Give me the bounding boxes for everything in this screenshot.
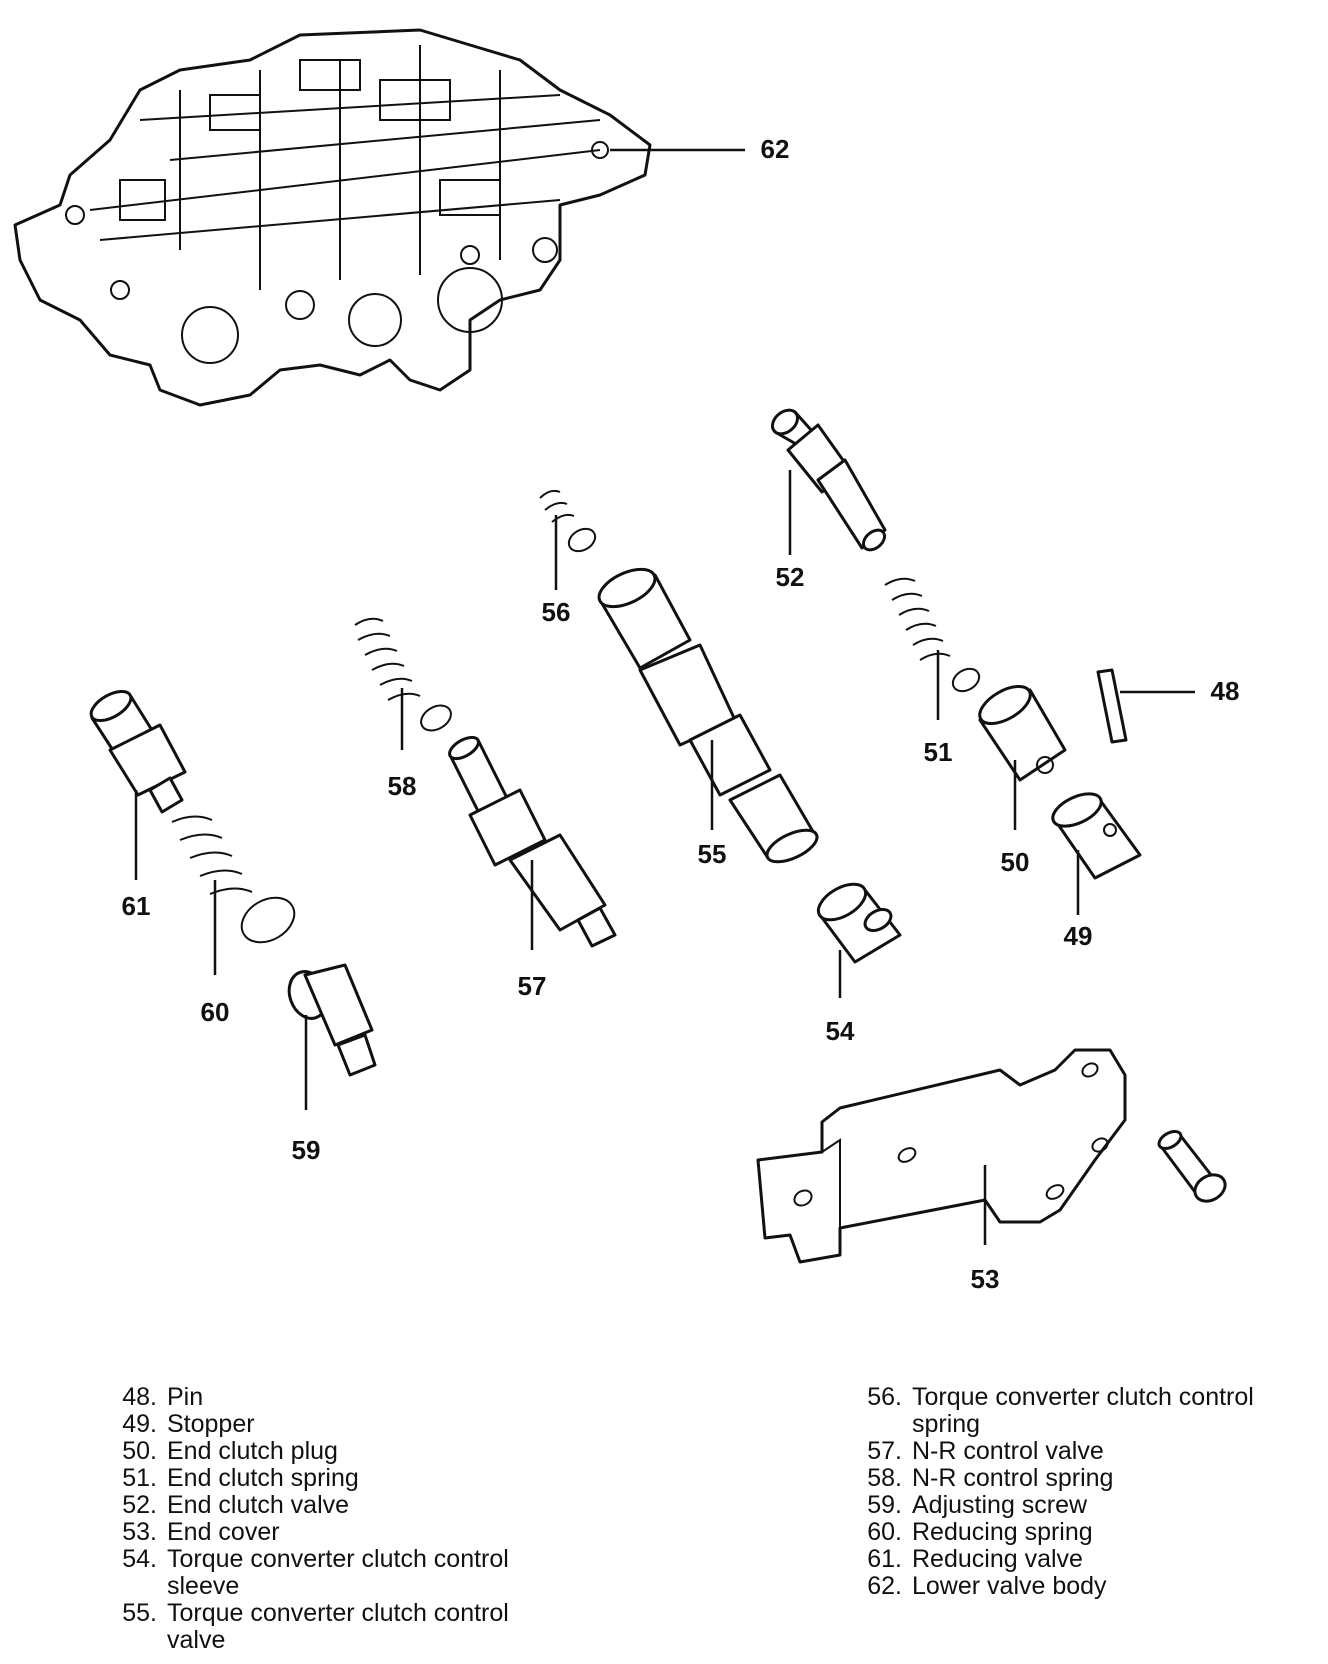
callout-61: 61 (122, 891, 151, 921)
end-cover-bolt-part (1157, 1129, 1227, 1203)
callout-54: 54 (826, 1016, 855, 1046)
tcc-control-sleeve-part (816, 882, 902, 964)
end-clutch-valve-part (770, 408, 887, 552)
legend-item: 54.Torque converter clutch control sleev… (122, 1545, 509, 1600)
tcc-control-valve-part (597, 567, 819, 864)
callout-57: 57 (518, 971, 547, 1001)
legend-item: 48.Pin (122, 1383, 204, 1411)
legend-item: 57.N-R control valve (867, 1437, 1104, 1465)
pin-part (1096, 668, 1128, 744)
callout-59: 59 (292, 1135, 321, 1165)
callout-50: 50 (1001, 847, 1030, 877)
tcc-control-spring-part (539, 489, 597, 553)
stopper-part (1051, 792, 1142, 880)
nr-control-spring-part (354, 617, 452, 732)
legend-item: 49.Stopper (122, 1410, 255, 1438)
callout-53: 53 (971, 1264, 1000, 1294)
callout-49: 49 (1064, 921, 1093, 951)
callout-58: 58 (388, 771, 417, 801)
legend-item: 56.Torque converter clutch control sprin… (867, 1383, 1254, 1438)
figure-id: ZTFA0541 (1148, 1319, 1242, 1320)
legend-item: 59.Adjusting screw (867, 1491, 1088, 1519)
legend-item: 62.Lower valve body (867, 1572, 1107, 1600)
exploded-parts-diagram: 62 52 56 58 (13, 28, 1242, 1320)
parts-legend-right: 56.Torque converter clutch control sprin… (850, 1384, 1290, 1600)
adjusting-screw-part (287, 963, 377, 1077)
reducing-spring-part (171, 815, 296, 944)
callout-62: 62 (761, 134, 790, 164)
nr-control-valve-part (448, 735, 617, 948)
end-cover-part (756, 1048, 1127, 1264)
callout-48: 48 (1211, 676, 1240, 706)
legend-item: 61.Reducing valve (867, 1545, 1083, 1573)
callout-55: 55 (698, 839, 727, 869)
callout-51: 51 (924, 737, 953, 767)
legend-item: 50.End clutch plug (122, 1437, 338, 1465)
callout-56: 56 (542, 597, 571, 627)
end-clutch-plug-part (978, 684, 1067, 782)
legend-item: 60.Reducing spring (867, 1518, 1093, 1546)
callout-52: 52 (776, 562, 805, 592)
legend-item: 51.End clutch spring (122, 1464, 359, 1492)
callout-60: 60 (201, 997, 230, 1027)
legend-item: 55.Torque converter clutch control valve (122, 1599, 509, 1654)
parts-legend-left: 48.Pin 49.Stopper 50.End clutch plug 51.… (105, 1384, 565, 1654)
legend-item: 52.End clutch valve (122, 1491, 350, 1519)
lower-valve-body-part (13, 28, 652, 407)
legend-item: 53.End cover (122, 1518, 280, 1546)
end-clutch-spring-part (884, 577, 981, 693)
reducing-valve-part (89, 689, 187, 814)
legend-item: 58.N-R control spring (867, 1464, 1114, 1492)
